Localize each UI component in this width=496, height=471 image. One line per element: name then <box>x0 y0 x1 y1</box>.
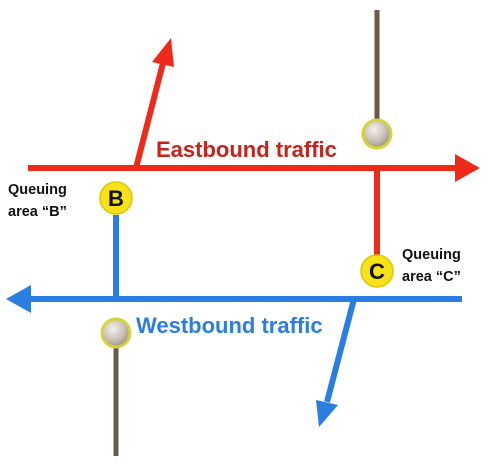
queue-area-marker-icon: C <box>360 254 394 288</box>
queue-c-label-line1: Queuing <box>402 247 461 263</box>
eastbound-arrowhead <box>455 154 480 182</box>
queue-c-label-line2: area “C” <box>402 269 461 285</box>
queue-area-marker-icon: B <box>99 181 133 215</box>
queue-b-marker-letter: B <box>108 186 124 211</box>
eastbound-label: Eastbound traffic <box>156 137 337 162</box>
eastbound-turn-arrowhead <box>152 38 174 67</box>
westbound-label: Westbound traffic <box>136 313 323 338</box>
westbound-turn-arrow <box>324 298 357 403</box>
sensor-light-icon <box>100 317 132 349</box>
sensor-light-icon <box>361 118 393 150</box>
westbound-turn-arrowhead <box>316 400 338 427</box>
westbound-arrowhead <box>6 285 31 313</box>
queue-c-marker-letter: C <box>369 259 385 284</box>
queue-b-label-line2: area “B” <box>8 204 67 220</box>
eastbound-turn-arrow <box>133 62 166 169</box>
queue-b-label-line1: Queuing <box>8 182 67 198</box>
